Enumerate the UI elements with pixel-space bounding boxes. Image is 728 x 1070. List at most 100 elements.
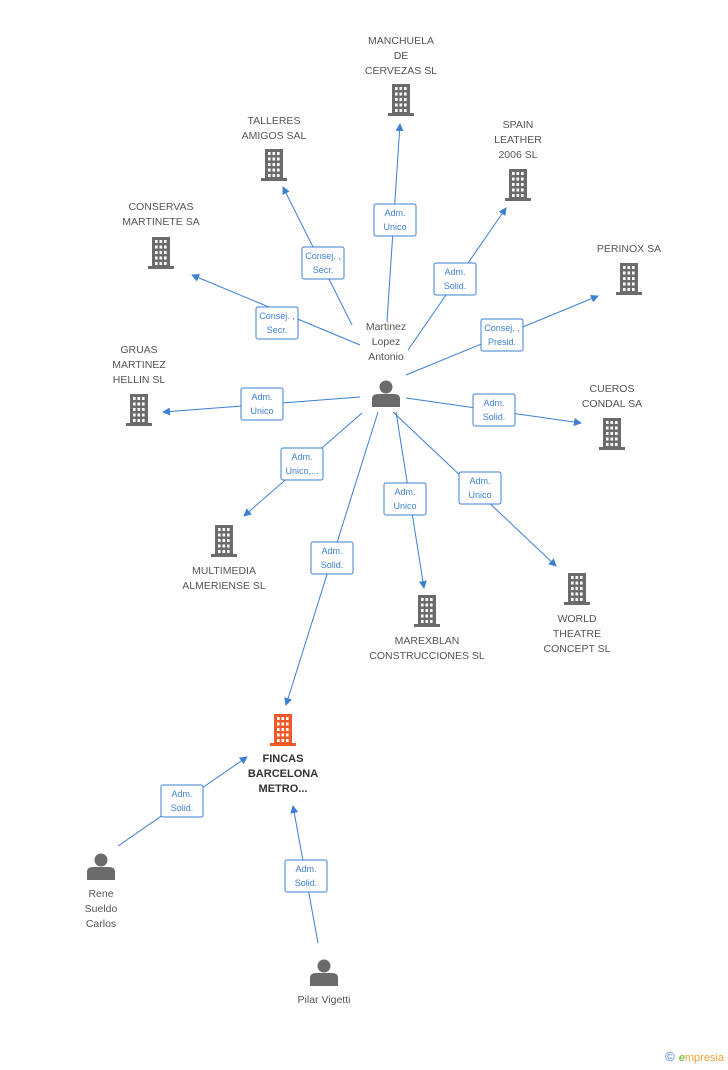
node-label: MAREXBLAN (395, 635, 460, 647)
relation-label-box[interactable]: Adm. Solid. (310, 541, 354, 575)
edge-rene-to-fincas: Adm. Solid. (117, 756, 248, 847)
node-label: MULTIMEDIA (192, 565, 256, 577)
edge-martinez-to-marexblan: Adm. Unico (383, 411, 427, 589)
relation-label-line: Solid. (171, 803, 194, 813)
edge-martinez-to-conservas: Consej. , Secr. (191, 274, 361, 346)
node-label: MANCHUELA (368, 35, 434, 47)
person-icon (310, 959, 338, 986)
relation-label-box[interactable]: Adm. Unico (458, 471, 502, 505)
relation-label-box[interactable]: Adm. Unico (240, 387, 284, 421)
node-label: Martinez (366, 321, 406, 333)
relation-label-line: Adm. (394, 487, 415, 497)
relation-label-line: Adm. (321, 546, 342, 556)
relation-label-box[interactable]: Adm. Unico (383, 482, 427, 516)
building-icon (270, 714, 296, 746)
node-label: CERVEZAS SL (365, 65, 437, 77)
edge-martinez-to-perinox: Consej. , Presid. (405, 294, 599, 376)
node-pilar[interactable]: Pilar Vigetti (298, 959, 351, 1007)
relation-label-line: Adm. (295, 864, 316, 874)
relation-label-box[interactable]: Adm. Solid. (433, 262, 477, 296)
node-perinox[interactable]: PERINOX SA (597, 243, 661, 295)
node-label: GRUAS (120, 344, 157, 356)
relation-label-line: Adm. (483, 398, 504, 408)
building-icon (211, 525, 237, 557)
node-world[interactable]: WORLD THEATRE CONCEPT SL (544, 573, 611, 655)
node-label: CONDAL SA (582, 398, 642, 410)
relation-label-box[interactable]: Adm. Solid. (284, 859, 328, 893)
relation-label-line: Unico (250, 406, 273, 416)
relation-label-line: Unico (393, 501, 416, 511)
node-label: TALLERES (248, 115, 301, 127)
relation-label-line: Adm. (444, 267, 465, 277)
edge-martinez-to-cueros: Adm. Solid. (405, 393, 582, 427)
relation-label-line: Solid. (295, 878, 318, 888)
node-label: Lopez (372, 336, 401, 348)
node-label: WORLD (557, 613, 597, 625)
edge-martinez-to-world: Adm. Unico (392, 411, 557, 567)
building-icon (599, 418, 625, 450)
relation-label-box[interactable]: Consej. , Secr. (301, 246, 345, 280)
node-label: AMIGOS SAL (242, 130, 307, 142)
node-cueros[interactable]: CUEROS CONDAL SA (582, 383, 642, 450)
building-icon (148, 237, 174, 269)
building-icon (388, 84, 414, 116)
relation-label-line: Unico (383, 222, 406, 232)
building-icon (616, 263, 642, 295)
node-label: CONCEPT SL (544, 643, 611, 655)
relation-label-line: Secr. (267, 325, 288, 335)
relation-label-line: Adm. (171, 789, 192, 799)
node-label: Rene (88, 888, 113, 900)
node-conservas[interactable]: CONSERVAS MARTINETE SA (122, 201, 200, 269)
node-label: CONSERVAS (129, 201, 194, 213)
person-icon (372, 380, 400, 407)
relation-label-box[interactable]: Consej. , Presid. (480, 318, 524, 352)
person-icon (87, 853, 115, 880)
relation-label-line: Consej. , (484, 323, 520, 333)
brand-name: mpresia (684, 1052, 724, 1064)
node-label: PERINOX SA (597, 243, 661, 255)
relation-label-line: Solid. (321, 560, 344, 570)
relation-label-line: Secr. (313, 265, 334, 275)
edge-martinez-to-talleres: Consej. , Secr. (282, 186, 353, 326)
relation-label-box[interactable]: Adm. Solid. (472, 393, 516, 427)
node-label: BARCELONA (248, 768, 318, 780)
relation-label-line: Adm. (291, 452, 312, 462)
building-icon (505, 169, 531, 201)
relation-label-line: Solid. (444, 281, 467, 291)
relation-label-line: Adm. (469, 476, 490, 486)
relation-label-box[interactable]: Adm. Unico (373, 203, 417, 237)
node-label: CUEROS (590, 383, 635, 395)
relation-label-line: Unico (468, 490, 491, 500)
building-icon (126, 394, 152, 426)
node-talleres[interactable]: TALLERES AMIGOS SAL (242, 115, 307, 181)
node-fincas[interactable]: FINCASBARCELONAMETRO... (248, 714, 318, 795)
node-label: THEATRE (553, 628, 601, 640)
relation-label-box[interactable]: Consej. , Secr. (255, 306, 299, 340)
relation-label-line: Solid. (483, 412, 506, 422)
relation-label-line: Adm. (251, 392, 272, 402)
relation-label-box[interactable]: Adm. Solid. (160, 784, 204, 818)
node-label: MARTINETE SA (122, 216, 199, 228)
relation-label-box[interactable]: Adm. Unico,... (280, 447, 324, 481)
relation-label-line: Consej. , (259, 311, 295, 321)
edge-pilar-to-fincas: Adm. Solid. (284, 805, 328, 944)
relation-label-line: Consej. , (305, 251, 341, 261)
building-icon (261, 149, 287, 181)
edge-martinez-to-manchuela: Adm. Unico (373, 123, 417, 323)
building-icon (564, 573, 590, 605)
node-label: Pilar Vigetti (298, 994, 351, 1006)
relation-label-line: Unico,... (285, 466, 318, 476)
relation-label-line: Presid. (488, 337, 516, 347)
building-icon (414, 595, 440, 627)
relation-label-line: Adm. (384, 208, 405, 218)
edge-martinez-to-multimedia: Adm. Unico,... (243, 412, 363, 517)
node-label: Carlos (86, 918, 116, 930)
